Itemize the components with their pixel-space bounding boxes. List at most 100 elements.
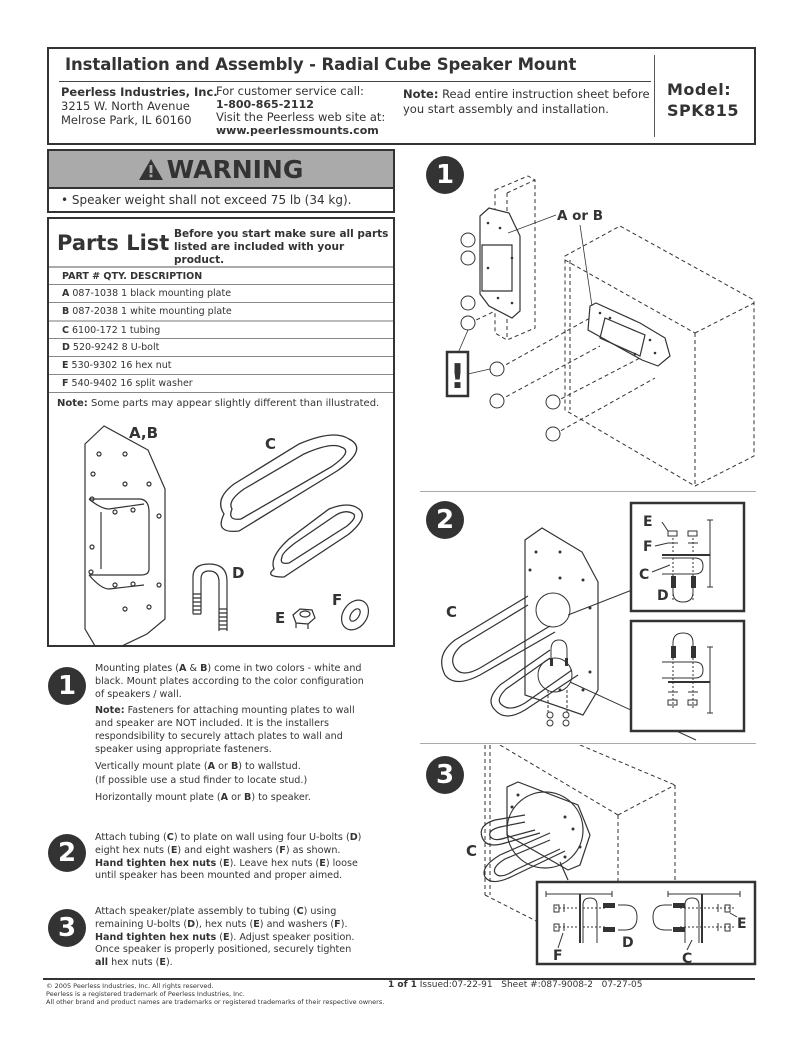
service-web-label: Visit the Peerless web site at: (216, 110, 386, 124)
parts-row: B 087-2038 1 white mounting plate (49, 302, 393, 320)
fig2-label-e: E (643, 514, 653, 530)
service-call-label: For customer service call: (216, 84, 364, 98)
part-letter: C (62, 325, 69, 336)
footer-divider (43, 978, 755, 980)
part-letter: B (62, 306, 70, 317)
fig2-label-c-main: C (446, 603, 457, 621)
figure-1-label-a-or-b: A or B (557, 208, 603, 224)
part-letter: D (62, 342, 70, 353)
part-letter: F (62, 378, 69, 389)
parts-note-text: Some parts may appear slightly different… (91, 398, 380, 409)
speaker-plate-icon (506, 781, 591, 871)
model-info: Model: SPK815 (667, 79, 739, 121)
part-text: 087-2038 1 white mounting plate (72, 306, 232, 317)
u-bolt-icon (192, 563, 228, 631)
fig3-label-f: F (553, 948, 563, 964)
header-divider (59, 81, 651, 82)
fig2-label-c: C (639, 567, 649, 583)
service-phone[interactable]: 1-800-865-2112 (216, 98, 314, 111)
parts-table: PART # QTY. DESCRIPTION A 087-1038 1 bla… (49, 266, 393, 393)
step-1-paragraph-2: Note: Fasteners for attaching mounting p… (95, 705, 355, 755)
label-e: E (275, 609, 285, 627)
part-letter: A (62, 288, 70, 299)
step-2-paragraph-1: Attach tubing (C) to plate on wall using… (95, 832, 362, 882)
parts-illustration: A,B C D E F (84, 424, 370, 647)
tubing-icon (220, 434, 363, 578)
footer-copyright: © 2005 Peerless Industries, Inc. All rig… (46, 982, 214, 990)
detail-inset-fig3: F D E C (535, 880, 757, 967)
label-ab: A,B (129, 424, 158, 442)
part-text: 6100-172 1 tubing (72, 325, 161, 336)
part-text: 087-1038 1 black mounting plate (72, 288, 232, 299)
service-website-link[interactable]: www.peerlessmounts.com (216, 124, 379, 137)
warning-title: WARNING (166, 154, 304, 184)
parts-row: E 530-9302 16 hex nut (49, 356, 393, 374)
header-note-text: Read entire instruction sheet before you… (403, 87, 650, 116)
step-1-paragraph-3: Vertically mount plate (A or B) to walls… (95, 760, 301, 772)
parts-table-bottom-rule (49, 392, 393, 393)
footer-page: 1 of 1 (388, 980, 417, 990)
fig2-label-f: F (643, 539, 653, 555)
mounting-plate-icon (84, 425, 166, 647)
wall-plate-icon (524, 527, 599, 716)
company-info: Peerless Industries, Inc. 3215 W. North … (61, 85, 218, 127)
header-box: Installation and Assembly - Radial Cube … (47, 47, 756, 145)
fig3-label-d: D (622, 935, 634, 951)
figure-1-badge: 1 (426, 156, 464, 194)
footer-sheet-info: 1 of 1 Issued:07-22-91 Sheet #:087-9008-… (388, 980, 642, 990)
parts-list-title: Parts List (57, 231, 170, 255)
parts-note-label: Note: (57, 398, 88, 409)
detail-inset-bottom (629, 619, 746, 733)
figure-3-illustration: F D E C C (466, 745, 757, 967)
fig3-label-c-main: C (466, 842, 477, 860)
model-number: SPK815 (667, 101, 740, 120)
parts-list-subtitle: Before you start make sure all parts lis… (174, 228, 393, 267)
part-text: 520-9242 8 U-bolt (72, 342, 160, 353)
step-3-instructions: Attach speaker/plate assembly to tubing … (95, 906, 365, 974)
company-name: Peerless Industries, Inc. (61, 85, 218, 99)
fig3-label-c: C (682, 951, 692, 967)
parts-note: Note: Some parts may appear slightly dif… (57, 398, 379, 409)
alert-exclamation-icon: ! (450, 357, 466, 397)
footer-trademark-2: All other brand and product names are tr… (46, 998, 385, 1006)
label-d: D (232, 564, 244, 582)
tubing-assembly-icon (441, 595, 579, 717)
figure-2-illustration: E F C D C (441, 501, 746, 741)
parts-row: A 087-1038 1 black mounting plate (49, 284, 393, 302)
footer-trademark-1: Peerless is a registered trademark of Pe… (46, 990, 245, 998)
figure-2-badge: 2 (426, 501, 464, 539)
detail-inset-top: E F C D (629, 501, 746, 613)
step-2-instructions: Attach tubing (C) to plate on wall using… (95, 832, 365, 887)
alert-box-icon (445, 350, 470, 398)
washer-icon (340, 599, 370, 631)
company-address-line2: Melrose Park, IL 60160 (61, 113, 192, 127)
figure-3-badge: 3 (426, 756, 464, 794)
step-1-paragraph-1: Mounting plates (A & B) come in two colo… (95, 663, 364, 700)
step-1-paragraph-5: Horizontally mount plate (A or B) to spe… (95, 792, 311, 804)
header-note-label: Note: (403, 87, 439, 101)
warning-header: WARNING (49, 151, 393, 189)
parts-row: C 6100-172 1 tubing (49, 320, 393, 338)
footer-issued: Issued:07-22-91 (419, 980, 493, 990)
part-text: 530-9302 16 hex nut (71, 360, 172, 371)
figure-divider-2 (420, 743, 756, 744)
label-c: C (265, 435, 276, 453)
parts-list-subtitle-line1: Before you start make sure all parts (174, 228, 389, 240)
step-3-badge: 3 (48, 909, 86, 947)
fig3-label-e: E (737, 916, 747, 932)
customer-service-info: For customer service call: 1-800-865-211… (216, 84, 386, 138)
header-note: Note: Read entire instruction sheet befo… (403, 87, 653, 117)
company-address-line1: 3215 W. North Avenue (61, 99, 190, 113)
parts-table-header: PART # QTY. DESCRIPTION (49, 266, 393, 284)
step-2-badge: 2 (48, 834, 86, 872)
part-letter: E (62, 360, 69, 371)
parts-row: D 520-9242 8 U-bolt (49, 338, 393, 356)
model-divider (654, 55, 655, 137)
warning-box: WARNING • Speaker weight shall not excee… (47, 149, 395, 213)
parts-row: F 540-9402 16 split washer (49, 374, 393, 392)
label-f: F (332, 591, 342, 609)
model-label: Model: (667, 80, 732, 99)
parts-list-subtitle-line2: listed are included with your product. (174, 241, 345, 266)
step-3-paragraph-1: Attach speaker/plate assembly to tubing … (95, 906, 355, 969)
footer-legal: © 2005 Peerless Industries, Inc. All rig… (46, 982, 384, 1006)
